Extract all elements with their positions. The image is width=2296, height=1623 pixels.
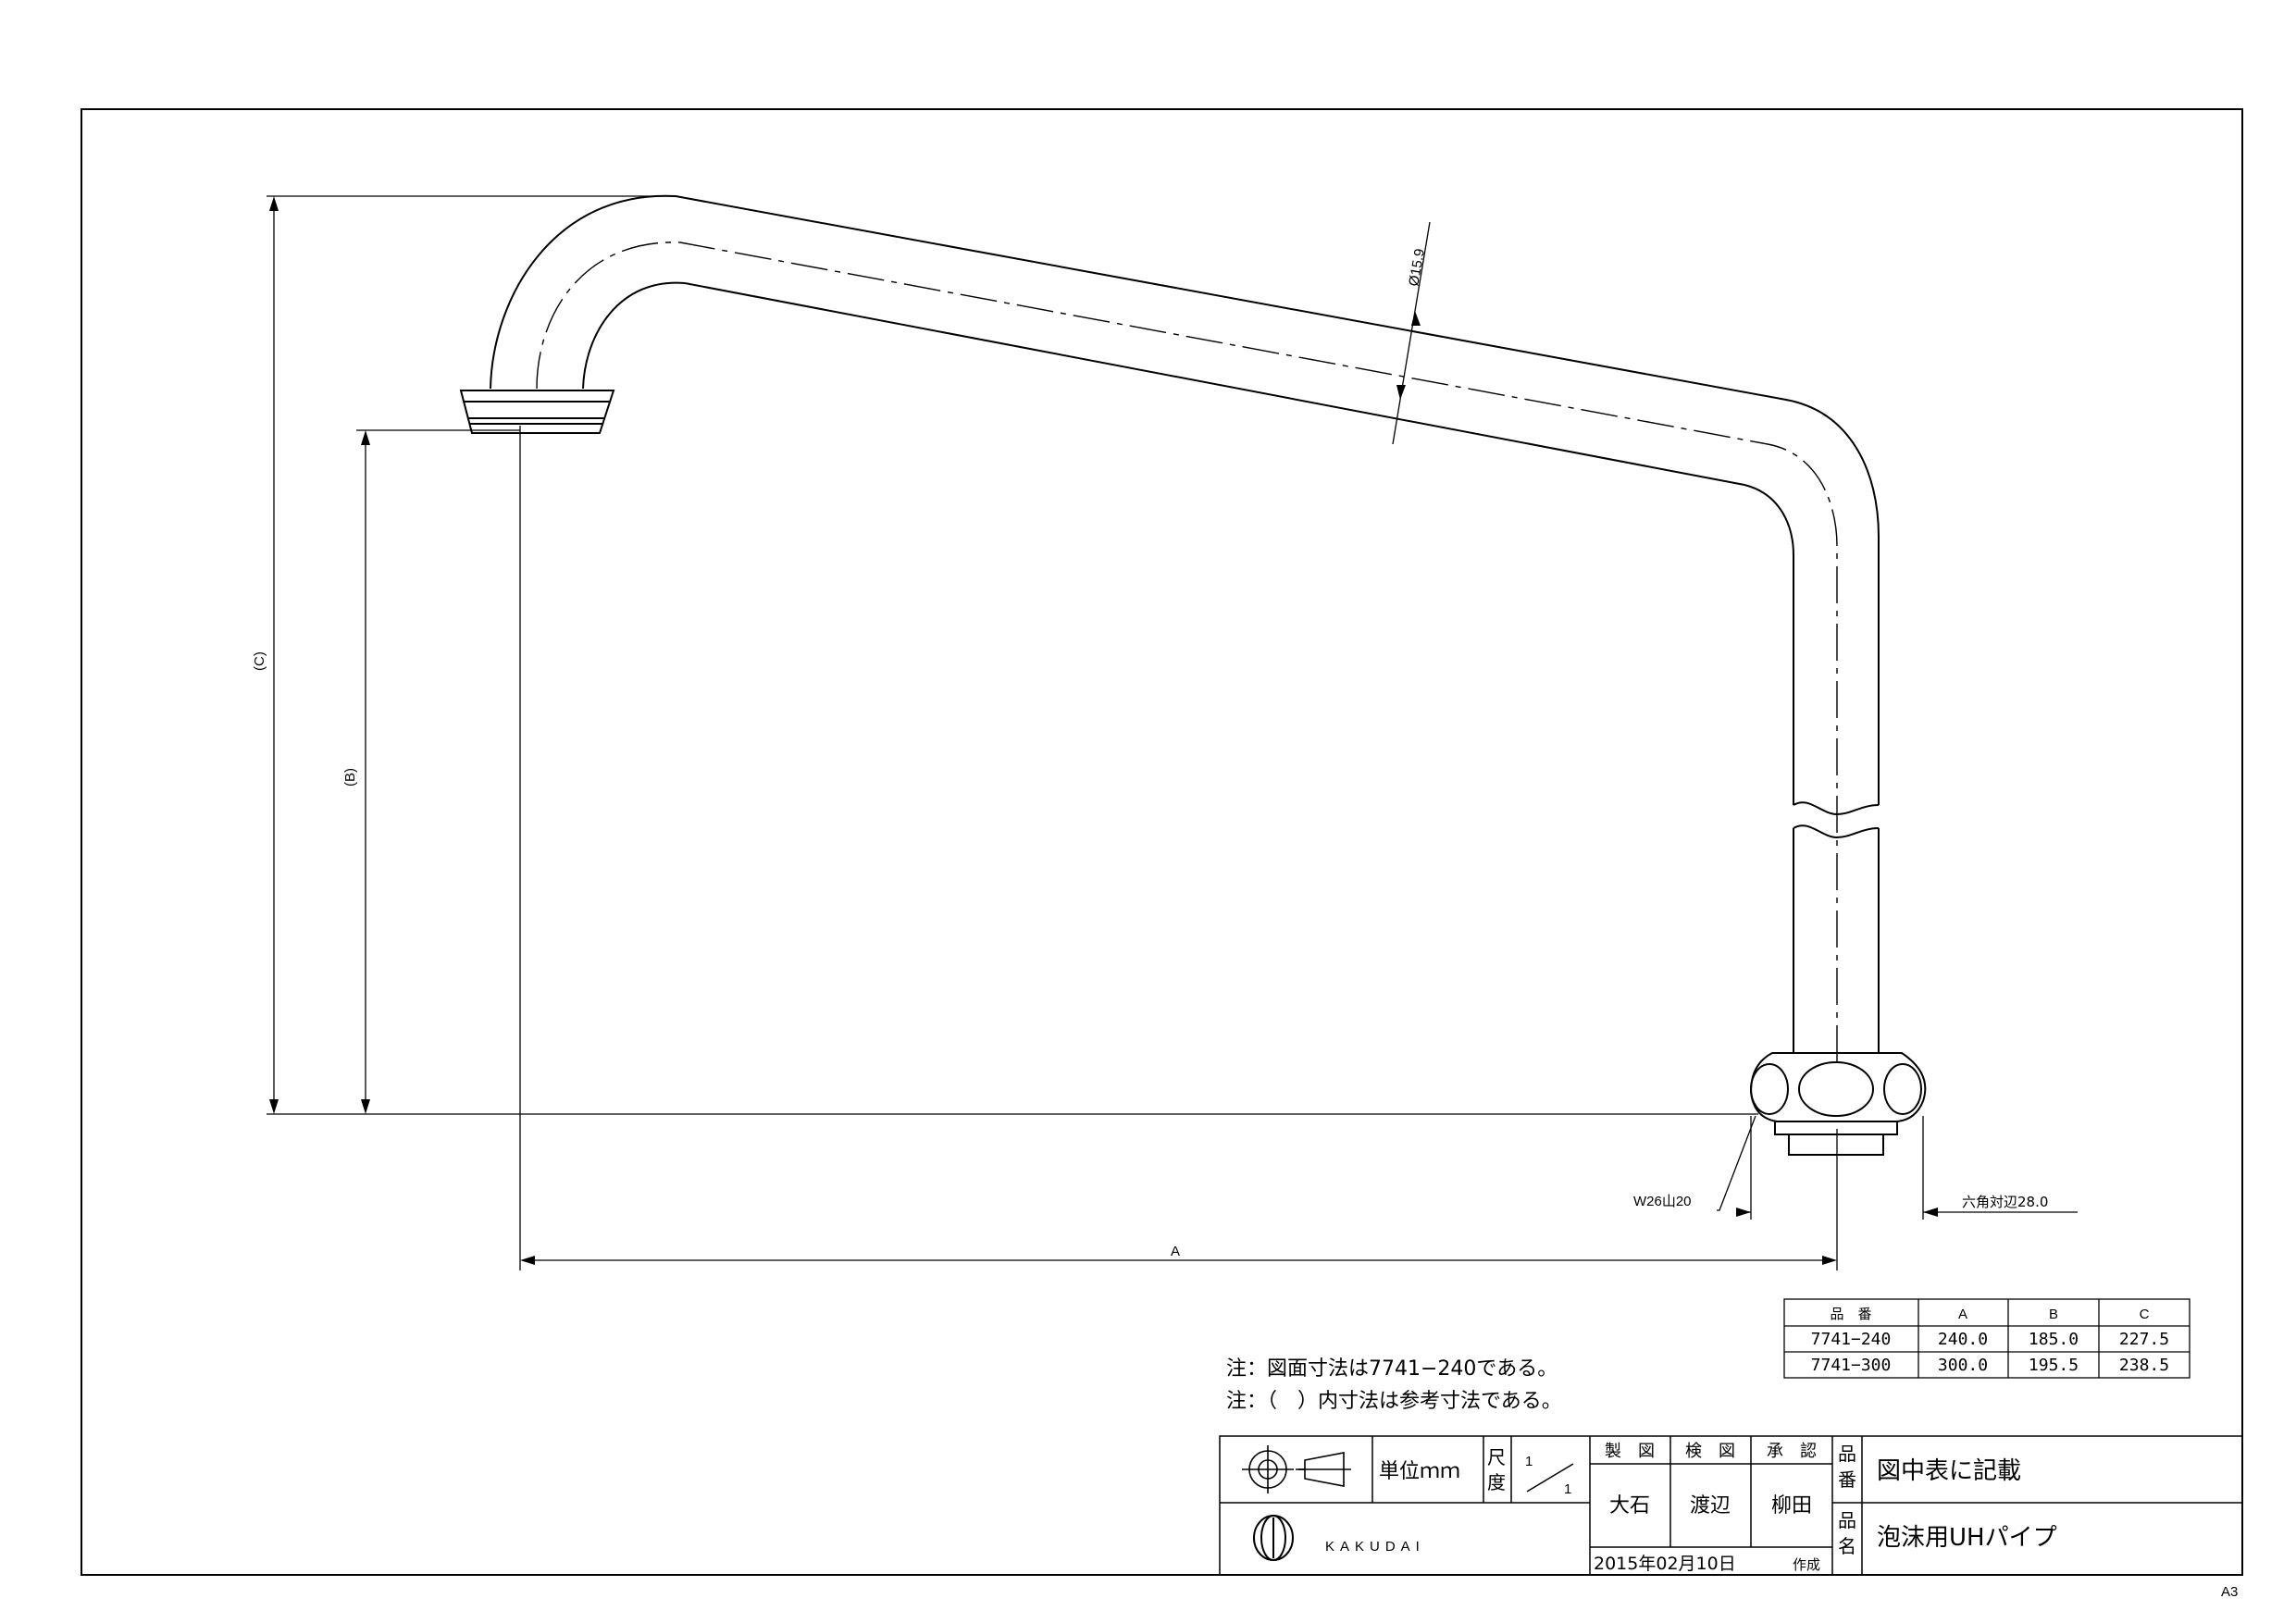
dim-a-label: A [1171,1244,1180,1259]
dim-diameter: Ø15.9 [1406,247,1428,287]
scale-label: 尺 [1487,1446,1506,1468]
dim-c-label: (C) [252,651,267,671]
spec-table [1783,1298,2191,1379]
scale-label-2: 度 [1487,1471,1506,1493]
sheet-border [81,108,2243,1576]
unit-label: 単位ｍｍ [1379,1460,1460,1483]
spec-header-part: 品 番 [1830,1306,1871,1322]
spec-row1-c: 227.5 [2119,1330,2169,1349]
spec-header-c: C [2140,1307,2150,1322]
spec-row2-part: 7741−300 [1811,1356,1892,1375]
dimension-arrows [269,196,1938,1265]
dim-thread: W26山20 [1633,1194,1692,1209]
dim-hex: 六角対辺28.0 [1962,1194,2048,1210]
part-no-label: 品 [1838,1443,1856,1465]
scale-numerator: 1 [1525,1454,1533,1469]
note-2: 注：（ ）内寸法は参考寸法である。 [1226,1390,1562,1413]
notes: 注：図面寸法は7741−240である。 注：（ ）内寸法は参考寸法である。 [1226,1357,1562,1413]
made-label: 作成 [1793,1556,1820,1573]
spec-row1-a: 240.0 [1938,1330,1988,1349]
spec-row2-c: 238.5 [2119,1356,2169,1375]
kakudai-logo-icon [1253,1515,1294,1561]
role-approver: 承 認 [1767,1442,1817,1461]
spec-row1-part: 7741−240 [1811,1330,1892,1349]
brand-name: KAKUDAI [1325,1539,1425,1555]
pipe-drawing [459,194,1927,1156]
name-checker: 渡辺 [1690,1494,1731,1518]
part-name: 泡沫用UHパイプ [1877,1524,2057,1552]
spec-header-a: A [1958,1307,1967,1322]
name-drafter: 大石 [1609,1494,1650,1518]
title-block-text: 単位ｍｍ 尺 度 1 1 製 図 検 図 承 認 大石 渡辺 柳田 2015年0… [1325,1442,2057,1574]
title-block [1219,1435,2243,1576]
scale-denominator: 1 [1564,1481,1571,1497]
note-1: 注：図面寸法は7741−240である。 [1226,1357,1558,1381]
spec-row2-a: 300.0 [1938,1356,1988,1375]
part-name-label: 品 [1838,1509,1856,1531]
projection-symbol-icon [1242,1445,1351,1493]
date: 2015年02月10日 [1594,1554,1736,1574]
spec-row1-b: 185.0 [2029,1330,2079,1349]
role-checker: 検 図 [1685,1442,1735,1461]
dimension-lines [267,195,2078,1270]
name-approver: 柳田 [1771,1494,1812,1518]
dimension-texts: Ø15.9 (C) (B) A W26山20 六角対辺28.0 [252,247,2048,1259]
role-drafter: 製 図 [1605,1442,1655,1461]
dim-b-label: (B) [342,768,358,787]
spec-table-text: 品 番 A B C 7741−240 240.0 185.0 227.5 774… [1811,1306,2169,1375]
part-name-label-2: 名 [1838,1535,1856,1557]
part-no-label-2: 番 [1838,1468,1856,1491]
spec-header-b: B [2049,1307,2058,1322]
spec-row2-b: 195.5 [2029,1356,2079,1375]
sheet-size: A3 [2221,1584,2238,1600]
part-no: 図中表に記載 [1877,1457,2021,1485]
